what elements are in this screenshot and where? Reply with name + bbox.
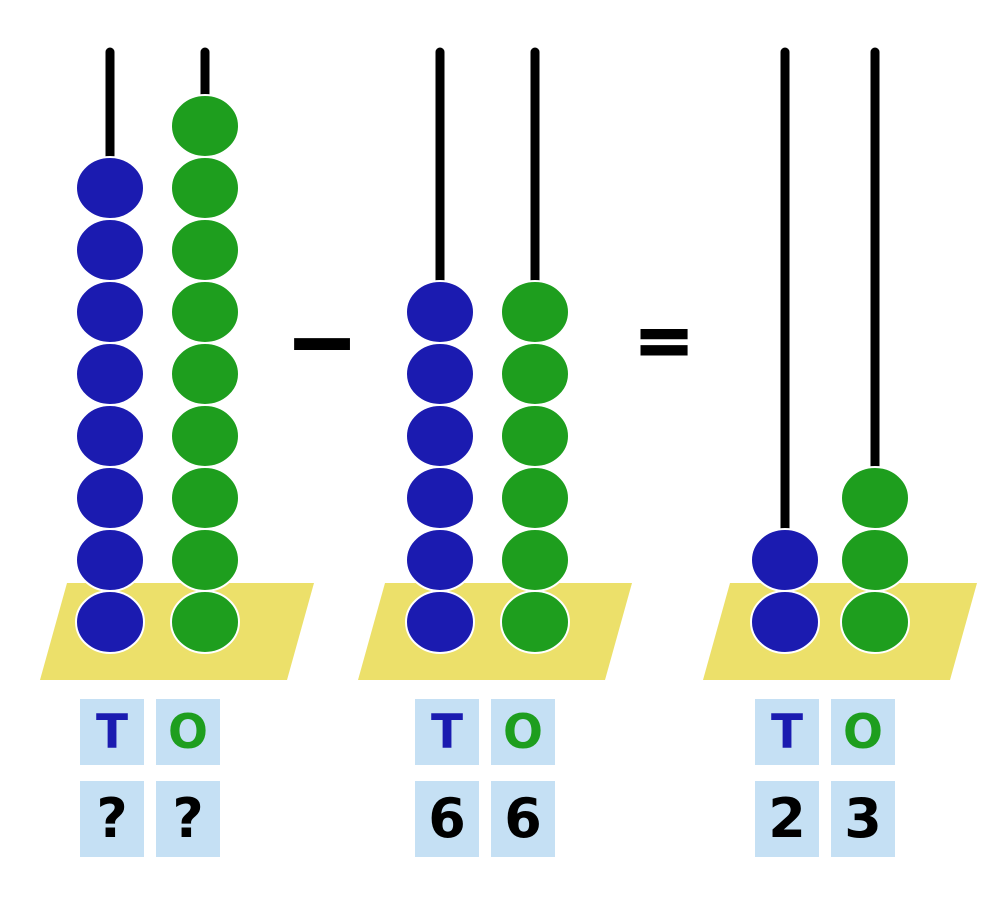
ones-bead [840,590,910,654]
difference-tens-value-box: 2 [755,781,819,857]
tens-bead [405,404,475,468]
difference-ones-label-box: O [831,699,895,765]
abacus-difference [703,47,977,680]
ones-bead [500,342,570,406]
ones-bead [500,466,570,530]
subtrahend-tens-value-box: 6 [415,781,479,857]
tens-bead [405,590,475,654]
abacus-base [703,583,977,680]
abacus-subtrahend [358,47,632,680]
ones-bead [170,94,240,158]
ones-bead [840,528,910,592]
ones-bead [170,404,240,468]
tens-bead [750,590,820,654]
tens-bead [75,590,145,654]
minuend-tens-label-box: T [80,699,144,765]
difference-tens-label-box: T [755,699,819,765]
ones-bead [500,528,570,592]
tens-bead [75,528,145,592]
tens-bead [75,404,145,468]
tens-bead [75,342,145,406]
ones-bead [170,342,240,406]
tens-bead [75,466,145,530]
abacus-base [358,583,632,680]
ones-bead [840,466,910,530]
ones-bead [170,590,240,654]
difference-ones-value-box: 3 [831,781,895,857]
subtrahend-ones-label-box: O [491,699,555,765]
ones-bead [170,280,240,344]
minuend-ones-value-box[interactable]: ? [156,781,220,857]
subtrahend-ones-value-box: 6 [491,781,555,857]
tens-bead [405,342,475,406]
tens-bead [405,528,475,592]
tens-bead [75,280,145,344]
ones-bead [170,156,240,220]
equals-operator: = [633,298,695,382]
minuend-ones-label-box: O [156,699,220,765]
tens-bead [405,280,475,344]
abacus-minuend [40,47,314,680]
tens-bead [75,156,145,220]
tens-bead [750,528,820,592]
ones-bead [170,218,240,282]
minus-operator: − [285,292,359,392]
ones-bead [170,466,240,530]
ones-bead [500,404,570,468]
ones-bead [500,280,570,344]
tens-bead [75,218,145,282]
minuend-tens-value-box[interactable]: ? [80,781,144,857]
ones-bead [500,590,570,654]
subtrahend-tens-label-box: T [415,699,479,765]
tens-bead [405,466,475,530]
ones-bead [170,528,240,592]
